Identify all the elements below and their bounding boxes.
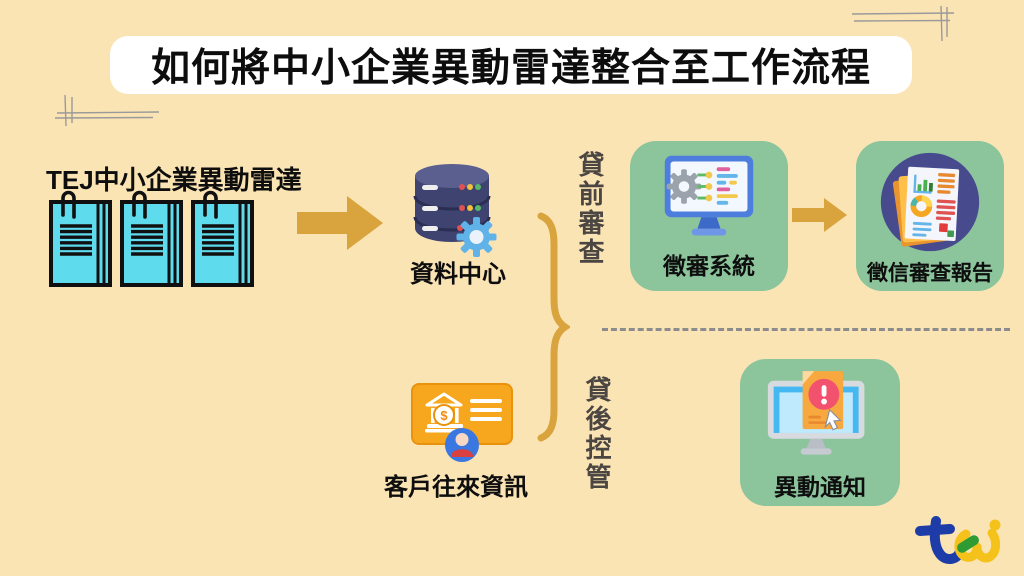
credit-report-label: 徵信審查報告 (867, 262, 993, 285)
credit-system-label: 徵審系統 (663, 253, 755, 279)
right-arrow-icon (792, 198, 847, 232)
page-title: 如何將中小企業異動雷達整合至工作流程 (150, 47, 871, 90)
monitor-code-icon (664, 155, 754, 236)
gear-icon (666, 169, 702, 204)
source-label: TEJ中小企業異動雷達 (46, 165, 302, 195)
title-banner: 如何將中小企業異動雷達整合至工作流程 (110, 36, 912, 94)
bank-card-icon: $ (411, 383, 513, 462)
stage-pre-loan-label: 貸前審查 (575, 151, 605, 267)
monitor-alert-icon (767, 371, 865, 455)
sketch-lines-icon (55, 94, 160, 127)
report-documents-icon (880, 152, 980, 252)
panel-credit-system: 徵審系統 (630, 141, 788, 291)
stage-post-loan-label: 貸後控管 (582, 376, 612, 492)
dashed-divider (602, 328, 1010, 331)
change-notice-label: 異動通知 (774, 474, 866, 500)
data-center-label: 資料中心 (410, 261, 506, 288)
sketch-lines-icon (852, 5, 955, 42)
cursor-icon (824, 408, 842, 431)
panel-change-notice: 異動通知 (740, 359, 900, 506)
radar-document-stack (48, 188, 256, 288)
person-icon (445, 428, 479, 462)
right-arrow-icon (297, 196, 383, 250)
svg-text:$: $ (440, 408, 448, 423)
gear-icon (456, 217, 497, 257)
database-icon (413, 164, 497, 257)
customer-info-label: 客戶往來資訊 (384, 474, 528, 501)
tej-logo (915, 516, 1001, 564)
document-icon (120, 190, 183, 287)
curly-brace-icon (537, 212, 570, 442)
document-icon (191, 190, 254, 287)
document-icon (49, 190, 112, 287)
panel-credit-report: 徵信審查報告 (856, 141, 1004, 291)
